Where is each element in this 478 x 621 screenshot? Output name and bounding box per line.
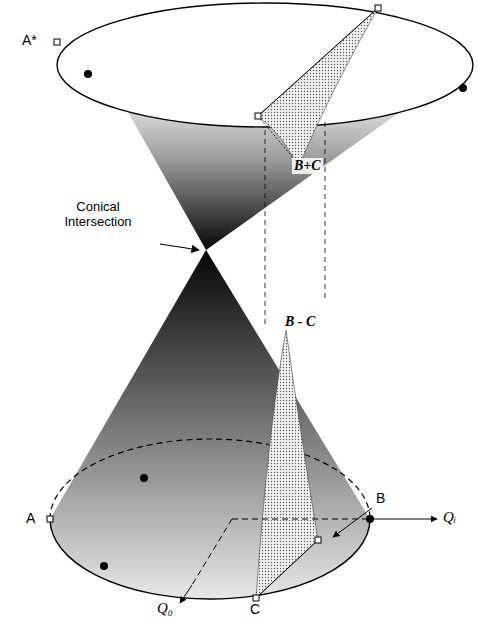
leader-arrow bbox=[333, 508, 372, 537]
upper-rim bbox=[57, 3, 473, 127]
point-label: A bbox=[26, 510, 35, 526]
guide-line bbox=[325, 122, 326, 300]
point-label: B+C bbox=[292, 158, 323, 174]
front-rim bbox=[50, 519, 370, 599]
guide-line bbox=[265, 130, 266, 328]
point-squares bbox=[47, 5, 381, 601]
point-label: A* bbox=[22, 32, 37, 48]
point-label: C bbox=[250, 601, 260, 617]
callout-label: Conical Intersection bbox=[52, 200, 144, 230]
chord bbox=[258, 8, 378, 116]
axis bbox=[192, 519, 232, 585]
axis bbox=[180, 585, 192, 603]
lower-cone bbox=[50, 250, 370, 599]
axis-label: Q₀ bbox=[157, 600, 173, 617]
leader-arrow bbox=[160, 244, 199, 250]
lower-patch bbox=[256, 330, 318, 598]
upper-patch bbox=[258, 8, 378, 168]
point-label: B bbox=[376, 490, 385, 506]
upper-cone bbox=[128, 112, 400, 250]
axis-label: Qᵢ bbox=[443, 509, 456, 526]
axis bbox=[232, 519, 370, 520]
back-rim bbox=[50, 439, 370, 519]
point-dots bbox=[84, 70, 467, 570]
axis bbox=[370, 519, 437, 520]
point-label: B - C bbox=[283, 314, 317, 330]
chord bbox=[256, 540, 318, 598]
